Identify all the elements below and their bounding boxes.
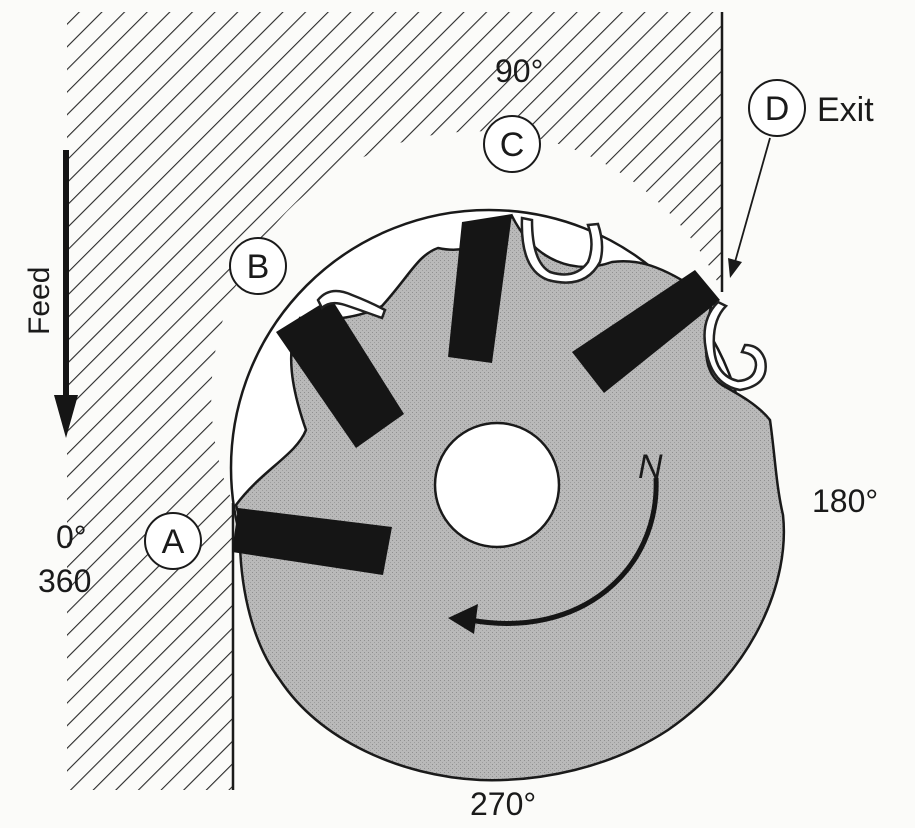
point-c-label: C [500,126,525,164]
angle-180-label: 180° [812,483,878,519]
chip [520,216,604,284]
rotation-arrow [469,477,659,626]
chip [703,300,767,392]
point-d-label: D [765,90,790,128]
chip [316,289,387,320]
angle-270-label: 270° [470,786,536,822]
point-b-marker: B [229,237,287,295]
rotation-arrowhead [448,604,478,634]
point-b-label: B [247,248,270,286]
workpiece [67,12,722,790]
point-a-marker: A [144,512,202,570]
cutter-tooth [448,214,512,363]
cutter-tooth [276,298,404,448]
feed-label: Feed [23,267,56,335]
point-c-marker: C [483,115,541,173]
angle-360-label: 360 [38,563,91,599]
exit-leader-line [734,137,771,263]
angle-0-label: 0° [56,519,87,555]
feed-arrowhead [54,395,78,438]
arbor-hole [433,421,561,549]
rotation-label: N [638,448,663,486]
cutter-tooth [232,508,392,575]
exit-label: Exit [817,91,874,129]
point-d-marker: D [748,79,806,137]
angle-90-label: 90° [495,53,543,89]
point-a-label: A [162,523,185,561]
cutter-tooth [572,270,720,393]
exit-leader-arrowhead [728,258,742,278]
